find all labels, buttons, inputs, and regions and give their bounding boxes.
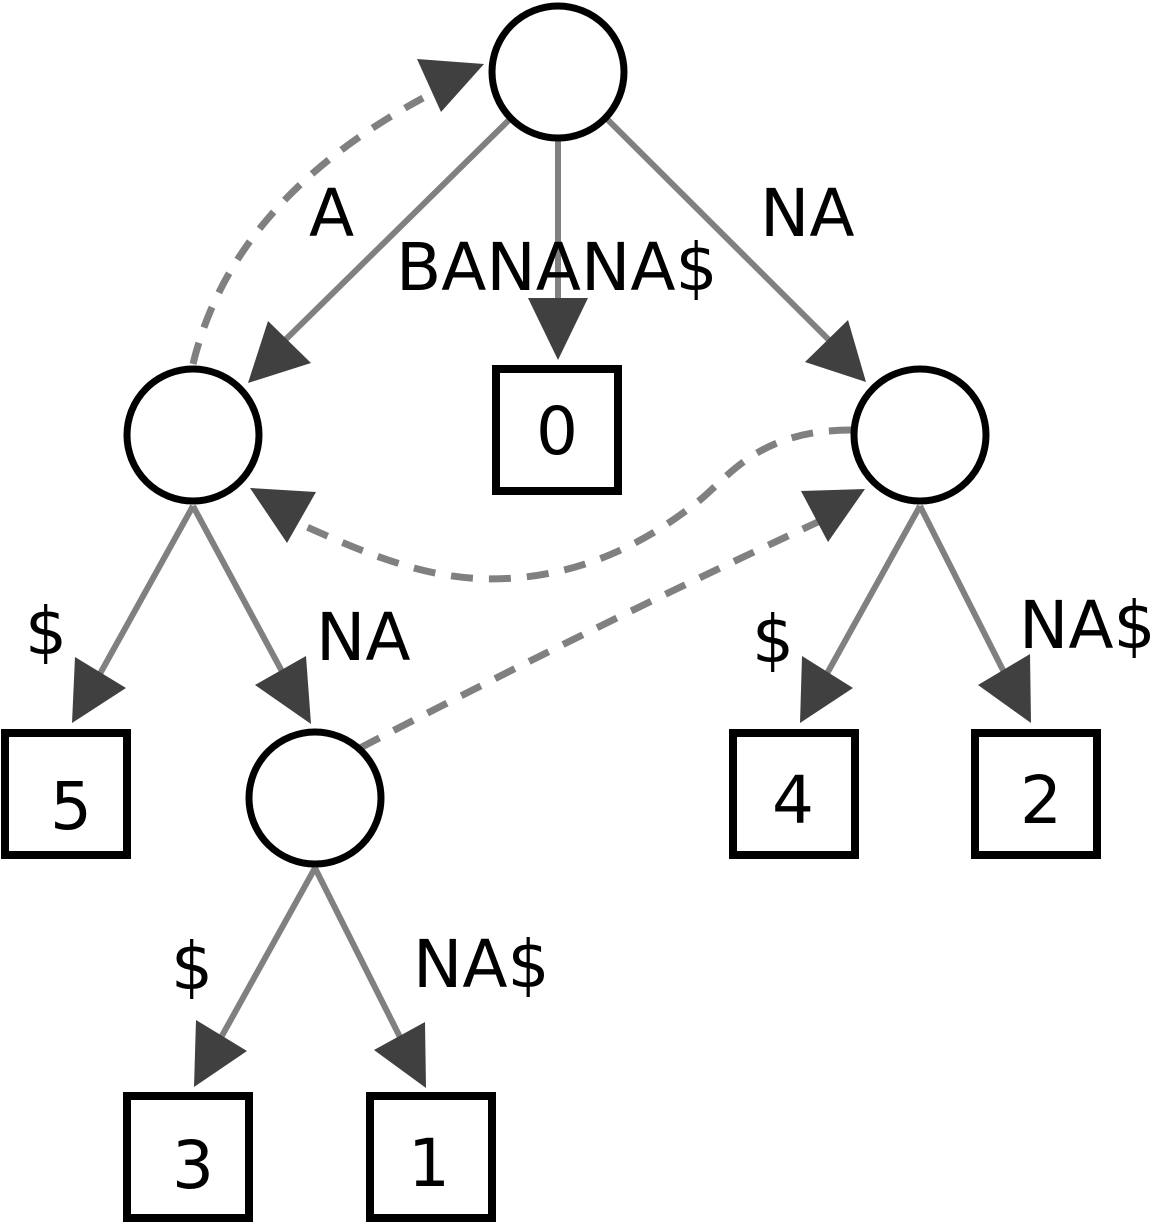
edge-root-to-leaf-0-arrowhead (528, 298, 588, 360)
leaf-3-label: 3 (172, 1127, 214, 1204)
edge-node-na-to-leaf-2 (917, 504, 1015, 690)
leaf-3-box (123, 1092, 253, 1222)
suffix-links (189, 59, 865, 752)
edge-root-to-node-a-arrowhead (248, 321, 311, 383)
leaf-4-label: 4 (772, 762, 814, 839)
edge-label-dollar-leaf-5: $ (25, 593, 67, 670)
internal-node-na (850, 365, 990, 505)
edge-label-na-node-a: NA (316, 599, 411, 676)
suffix-link-node-ana-to-node-na (358, 517, 822, 752)
leaf-0-label: 0 (536, 393, 578, 470)
edge-label-na-root: NA (760, 175, 855, 252)
leaf-2-label: 2 (1020, 762, 1062, 839)
edge-node-ana-to-leaf-1 (312, 866, 411, 1055)
suffix-link-node-na-to-node-a-arrowhead (250, 488, 316, 543)
edge-label-na-dollar-leaf-2: NA$ (1019, 587, 1156, 664)
internal-node-a (123, 365, 263, 505)
edge-node-ana-to-leaf-3-arrowhead (194, 1020, 247, 1087)
edge-node-a-to-node-ana (190, 504, 295, 692)
leaf-4-box (729, 729, 859, 859)
leaf-1-box (366, 1092, 496, 1222)
edge-label-na-dollar-leaf-1: NA$ (413, 926, 550, 1003)
edge-node-na-to-leaf-2-arrowhead (978, 654, 1031, 723)
edge-node-a-to-leaf-5-arrowhead (72, 657, 126, 723)
suffix-link-node-ana-to-node-na-arrowhead (801, 489, 865, 542)
edge-node-na-to-leaf-4-arrowhead (800, 656, 853, 723)
edge-node-a-to-leaf-5 (88, 504, 196, 692)
root-node (488, 2, 628, 142)
leaf-0-box (492, 365, 622, 495)
edge-root-to-node-na-arrowhead (805, 320, 866, 382)
edge-label-dollar-leaf-3: $ (171, 928, 213, 1005)
leaf-nodes: 0 5 4 2 3 1 (1, 365, 1101, 1222)
edge-node-ana-to-leaf-1-arrowhead (374, 1022, 426, 1088)
suffix-link-node-na-to-node-a (296, 426, 852, 583)
tree-edges (72, 115, 1031, 1088)
suffix-link-node-a-to-root-arrowhead (417, 59, 484, 112)
internal-nodes (123, 2, 990, 868)
edge-label-banana: BANANA$ (396, 229, 717, 306)
edge-node-na-to-leaf-4 (816, 504, 923, 690)
edge-labels: A BANANA$ NA $ NA $ NA$ $ NA$ (25, 175, 1156, 1005)
edge-node-ana-to-leaf-3 (210, 866, 318, 1054)
leaf-2-box (971, 729, 1101, 859)
suffix-link-node-a-to-root (189, 94, 425, 365)
edge-node-a-to-node-ana-arrowhead (255, 656, 311, 724)
leaf-5-box (1, 729, 131, 859)
edge-root-to-node-a (274, 115, 514, 351)
leaf-5-label: 5 (50, 768, 92, 845)
edge-label-a: A (309, 175, 354, 252)
edge-root-to-node-na (603, 115, 838, 349)
internal-node-ana (245, 728, 385, 868)
leaf-1-label: 1 (408, 1125, 450, 1202)
edge-label-dollar-leaf-4: $ (752, 601, 794, 678)
